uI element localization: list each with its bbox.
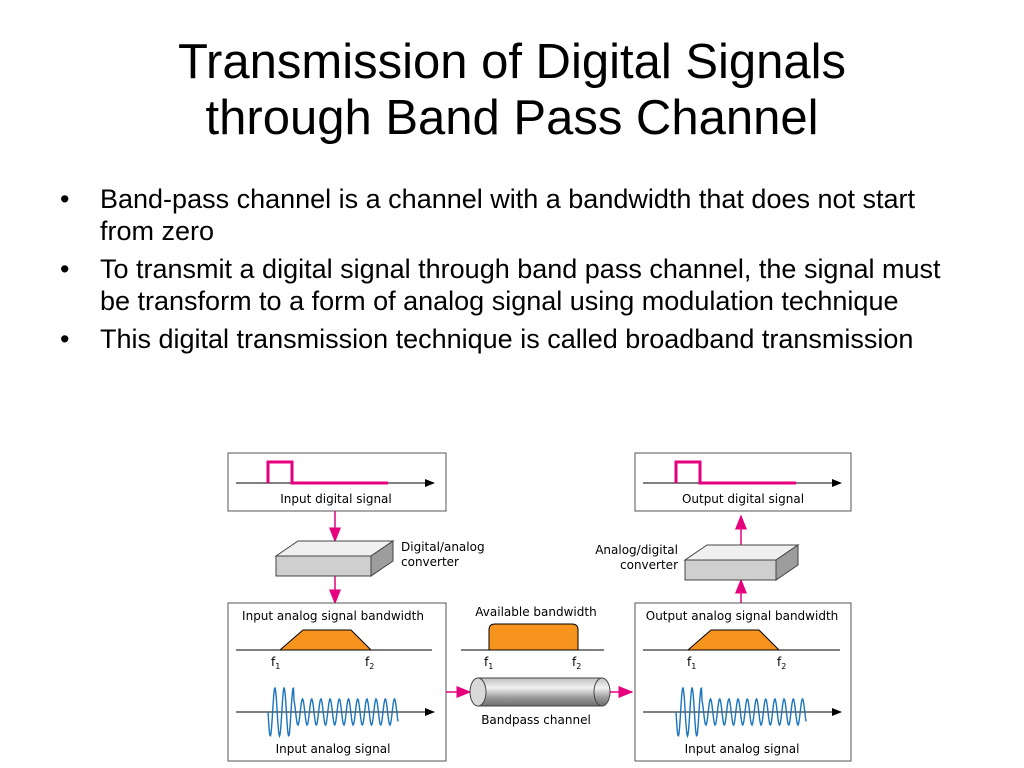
f2-label: f2: [572, 655, 581, 671]
ad-converter-label-2: converter: [620, 558, 678, 572]
output-digital-signal-panel: Output digital signal: [634, 452, 852, 512]
output-bandwidth-label: Output analog signal bandwidth: [646, 609, 839, 623]
da-converter-label-2: converter: [401, 555, 459, 569]
bandwidth-shape: [686, 629, 781, 651]
digital-pulse: [674, 460, 796, 485]
da-converter-label-1: Digital/analog: [401, 540, 485, 554]
analog-wave: [675, 686, 807, 739]
bullet-list: • Band-pass channel is a channel with a …: [60, 183, 960, 361]
bandwidth-shape: [488, 623, 579, 651]
input-analog-signal-label: Input analog signal: [276, 742, 391, 756]
title-line-2: through Band Pass Channel: [205, 91, 819, 145]
ad-converter-label-1: Analog/digital: [595, 543, 678, 557]
bullet-item: • To transmit a digital signal through b…: [60, 253, 960, 317]
bullet-text: Band-pass channel is a channel with a ba…: [100, 184, 916, 246]
f1-label: f1: [271, 655, 280, 671]
f1-label: f1: [687, 655, 696, 671]
analog-digital-converter: Analog/digital converter: [595, 543, 800, 581]
input-digital-signal-panel: Input digital signal: [227, 452, 447, 512]
bullet-text: To transmit a digital signal through ban…: [100, 254, 941, 316]
slide-title: Transmission of Digital Signals through …: [0, 34, 1024, 146]
bullet-dot: •: [60, 184, 70, 214]
bullet-dot: •: [60, 254, 70, 284]
output-analog-signal-label: Input analog signal: [685, 742, 800, 756]
available-bandwidth-panel: Available bandwidth f1 f2: [461, 605, 604, 671]
title-line-1: Transmission of Digital Signals: [177, 35, 847, 89]
f2-label: f2: [777, 655, 786, 671]
bandpass-channel-label: Bandpass channel: [481, 713, 591, 727]
available-bandwidth-label: Available bandwidth: [475, 605, 596, 619]
bullet-text: This digital transmission technique is c…: [100, 324, 914, 354]
f2-label: f2: [365, 655, 374, 671]
digital-analog-converter: Digital/analog converter: [274, 540, 485, 577]
bullet-dot: •: [60, 324, 70, 354]
input-digital-signal-label: Input digital signal: [280, 492, 392, 506]
digital-pulse: [266, 460, 388, 485]
analog-wave: [267, 686, 399, 739]
output-analog-panel: Output analog signal bandwidth f1 f2 Inp…: [634, 602, 852, 762]
output-digital-signal-label: Output digital signal: [682, 492, 804, 506]
input-analog-panel: Input analog signal bandwidth f1 f2 Inpu…: [227, 602, 447, 762]
bullet-item: • Band-pass channel is a channel with a …: [60, 183, 960, 247]
f1-label: f1: [484, 655, 493, 671]
input-bandwidth-label: Input analog signal bandwidth: [242, 609, 424, 623]
bandwidth-shape: [278, 629, 373, 651]
bullet-item: • This digital transmission technique is…: [60, 323, 960, 355]
bandpass-channel: Bandpass channel: [446, 677, 634, 727]
